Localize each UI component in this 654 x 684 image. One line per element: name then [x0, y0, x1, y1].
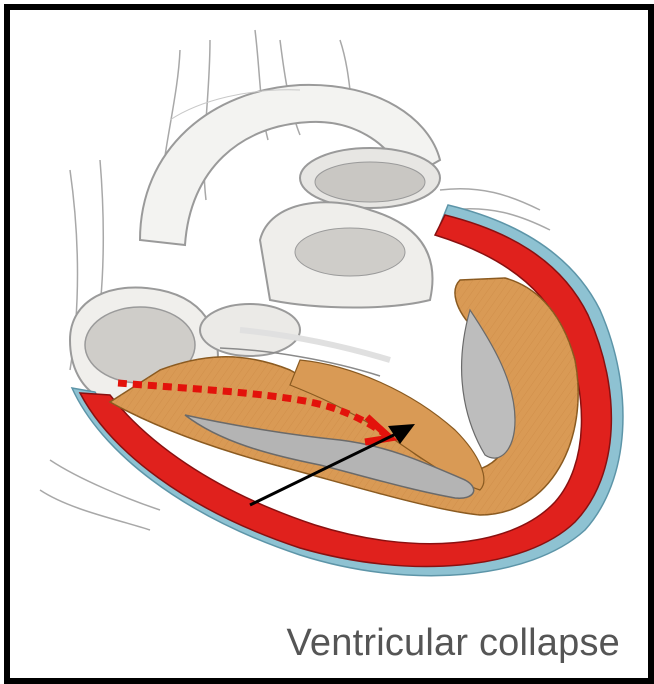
- figure-caption: Ventricular collapse: [10, 622, 620, 665]
- heart-illustration: [10, 10, 648, 678]
- figure-frame: Ventricular collapse: [4, 4, 654, 684]
